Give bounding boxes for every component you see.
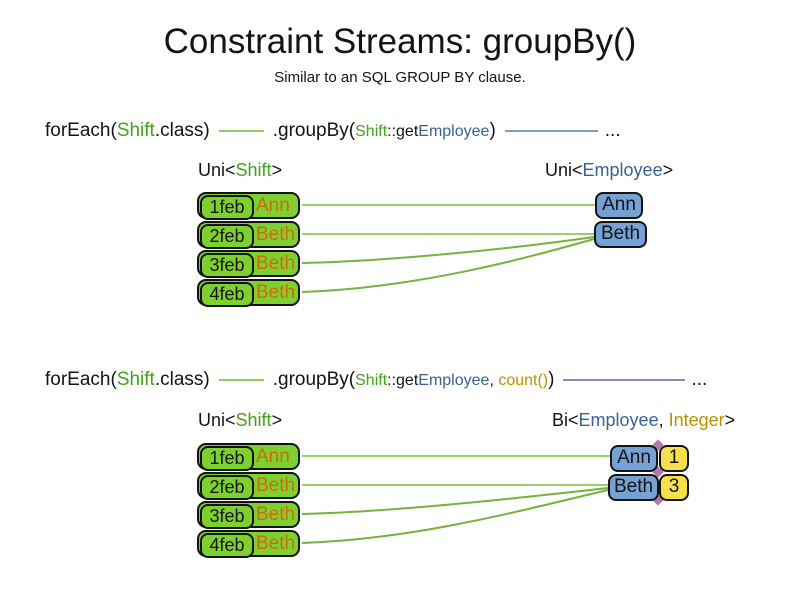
shift-date: 4feb [200, 282, 254, 307]
shift-date: 1feb [200, 195, 254, 220]
label-post: > [271, 410, 283, 430]
shift-date: 2feb [200, 224, 254, 249]
shift-employee: Ann [256, 446, 290, 467]
shift-row: 3feb Beth [197, 501, 300, 529]
shift-employee: Beth [256, 224, 296, 245]
shift-table-1: 1feb Ann 2feb Beth 3feb Beth 4feb Beth [197, 192, 300, 308]
label-pre: Bi< [552, 410, 579, 430]
shift-date: 2feb [200, 475, 254, 500]
label-post: > [662, 160, 674, 180]
shift-employee: Beth [256, 504, 296, 525]
source-type-label-1: Uni<Shift> [198, 160, 282, 181]
employee-group-box: Ann [595, 192, 643, 219]
shift-employee: Beth [256, 282, 296, 303]
shift-date: 3feb [200, 504, 254, 529]
shift-row: 4feb Beth [197, 279, 300, 307]
foreach-groupby-connector [218, 130, 264, 132]
ellipsis: ... [604, 120, 621, 141]
label-type2: Integer [668, 410, 725, 430]
groupby-close: ) [548, 369, 555, 390]
count-box: 3 [659, 474, 689, 501]
label-post: > [724, 410, 736, 430]
count-box: 1 [659, 445, 689, 472]
line-3feb-to-beth [301, 236, 595, 264]
result-type-label-1: Uni<Employee> [545, 160, 673, 181]
result-stream-connector [504, 130, 598, 132]
shift-row: 2feb Beth [197, 221, 300, 249]
shift-table-2: 1feb Ann 2feb Beth 3feb Beth 4feb Beth [197, 443, 300, 559]
shift-row: 3feb Beth [197, 250, 300, 278]
employee-group-box: Beth [594, 221, 647, 248]
line-3feb-to-beth-count [301, 487, 609, 515]
foreach-type: Shift [116, 369, 155, 390]
groupby-keyword: .groupBy( [272, 369, 356, 390]
argument-separator: , [489, 372, 499, 389]
label-pre: Uni< [198, 160, 236, 180]
label-type: Employee [582, 160, 663, 180]
foreach-suffix: .class) [154, 369, 210, 390]
label-sep: , [658, 410, 669, 430]
label-pre: Uni< [198, 410, 236, 430]
shift-employee: Beth [256, 533, 296, 554]
shift-row: 4feb Beth [197, 530, 300, 558]
key-type: Shift [355, 372, 388, 389]
shift-date: 4feb [200, 533, 254, 558]
employee-group-box: Ann [610, 445, 658, 472]
shift-row: 2feb Beth [197, 472, 300, 500]
shift-employee: Beth [256, 475, 296, 496]
label-post: > [271, 160, 283, 180]
label-type1: Employee [578, 410, 659, 430]
employee-group-box: Beth [608, 474, 659, 501]
key-property: Employee [418, 123, 490, 140]
key-accessor: ::get [387, 372, 419, 389]
groupby-keyword: .groupBy( [272, 120, 356, 141]
subtitle: Similar to an SQL GROUP BY clause. [274, 69, 526, 86]
shift-date: 1feb [200, 446, 254, 471]
groupby-close: ) [489, 120, 496, 141]
label-pre: Uni< [545, 160, 583, 180]
result-stream-connector [563, 379, 686, 381]
shift-employee: Beth [256, 253, 296, 274]
foreach-suffix: .class) [154, 120, 210, 141]
shift-date: 3feb [200, 253, 254, 278]
shift-row: 1feb Ann [197, 192, 300, 220]
collector-call: count() [498, 372, 549, 389]
source-type-label-2: Uni<Shift> [198, 410, 282, 431]
key-property: Employee [418, 372, 490, 389]
foreach-type: Shift [116, 120, 155, 141]
result-type-label-2: Bi<Employee, Integer> [552, 410, 735, 431]
key-accessor: ::get [387, 123, 419, 140]
label-type: Shift [235, 160, 272, 180]
foreach-keyword: forEach( [45, 120, 117, 141]
key-type: Shift [355, 123, 388, 140]
shift-row: 1feb Ann [197, 443, 300, 471]
shift-employee: Ann [256, 195, 290, 216]
line-4feb-to-beth [301, 238, 595, 293]
foreach-keyword: forEach( [45, 369, 117, 390]
code-line-1: forEach( Shift .class) .groupBy( Shift :… [45, 120, 621, 142]
code-line-2: forEach( Shift .class) .groupBy( Shift :… [45, 369, 707, 391]
line-4feb-to-beth-count [301, 489, 609, 544]
foreach-groupby-connector [218, 379, 264, 381]
page-title: Constraint Streams: groupBy() [163, 22, 637, 61]
ellipsis: ... [691, 369, 708, 390]
label-type: Shift [235, 410, 272, 430]
